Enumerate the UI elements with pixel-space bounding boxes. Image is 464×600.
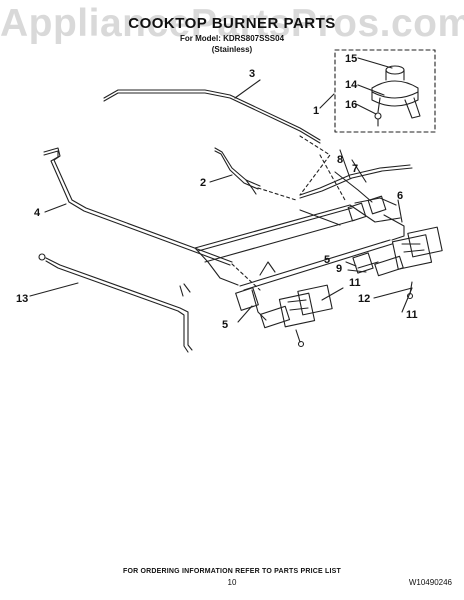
callout-5-upper: 5 — [324, 254, 330, 266]
assembly-guide-lines — [231, 135, 346, 291]
document-number: W10490246 — [408, 578, 452, 587]
page-number: 10 — [227, 578, 237, 587]
callout-leaders — [237, 261, 413, 323]
callout-5-lower: 5 — [222, 319, 228, 331]
callout-12: 12 — [358, 293, 370, 305]
valve-cluster-upper — [347, 195, 443, 270]
callout-9: 9 — [336, 263, 342, 275]
callout-4: 4 — [34, 207, 41, 219]
callout-7: 7 — [352, 163, 358, 175]
callout-3: 3 — [249, 68, 255, 80]
callout-8: 8 — [337, 154, 343, 166]
callout-14: 14 — [345, 79, 358, 91]
manifold-assembly — [194, 149, 413, 291]
callout-2: 2 — [200, 177, 206, 189]
callout-13: 13 — [16, 293, 28, 305]
watermark: AppliancePartsPros.com — [0, 2, 464, 45]
callout-16: 16 — [345, 99, 357, 111]
callout-11-center: 11 — [349, 277, 361, 289]
variant-label: (Stainless) — [211, 45, 253, 54]
part-4-tube — [43, 147, 233, 266]
callout-labels: 1 2 3 4 5 5 6 7 8 9 11 11 12 13 14 15 16 — [16, 53, 418, 331]
model-line: For Model: KDRS807SSS04 — [179, 34, 285, 43]
part-3-tube — [103, 79, 321, 144]
valve-cluster-lower — [235, 252, 414, 348]
callout-6: 6 — [397, 190, 403, 202]
callout-15: 15 — [345, 53, 357, 65]
valve-inset — [334, 49, 436, 133]
part-13-tube — [29, 253, 193, 353]
valve-body — [371, 80, 419, 107]
part-2-tube — [209, 147, 261, 195]
callout-11-right: 11 — [406, 309, 418, 321]
inset-frame — [334, 49, 436, 133]
callout-1: 1 — [313, 105, 319, 117]
ordering-note: FOR ORDERING INFORMATION REFER TO PARTS … — [122, 568, 342, 575]
page-title: COOKTOP BURNER PARTS — [128, 15, 336, 32]
